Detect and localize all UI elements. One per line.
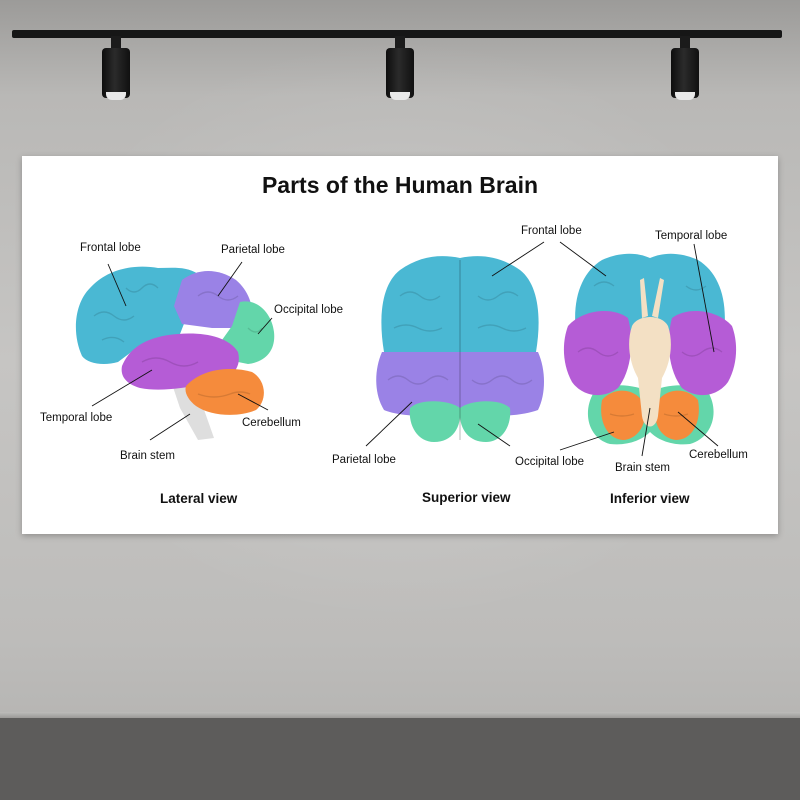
track-light-rail: [12, 30, 782, 38]
superior-view-caption: Superior view: [422, 490, 511, 505]
lateral-label-cerebellum: Cerebellum: [242, 417, 301, 429]
superior-frontal-lobe: [381, 256, 539, 352]
lateral-label-occipital: Occipital lobe: [274, 304, 344, 316]
inferior-brainstem: [629, 317, 671, 427]
lateral-leader-lines: [91, 261, 273, 441]
lateral-brainstem: [172, 384, 214, 440]
inferior-view-caption: Inferior view: [610, 491, 690, 506]
superior-label-occipital: Occipital lobe: [515, 456, 585, 468]
lateral-brain: [75, 266, 275, 440]
inferior-label-frontal: Frontal lobe: [521, 225, 582, 237]
lateral-view-caption: Lateral view: [160, 491, 238, 506]
lateral-label-temporal: Temporal lobe: [40, 412, 113, 424]
floor: [0, 718, 800, 800]
superior-occipital-lobe-right: [459, 401, 511, 442]
superior-gyri: [387, 291, 533, 385]
superior-brain: [376, 256, 544, 442]
inferior-label-cerebellum: Cerebellum: [689, 449, 748, 461]
superior-leader-lines: [365, 241, 545, 447]
superior-label-parietal: Parietal lobe: [332, 454, 396, 466]
inferior-cerebellum-left: [601, 390, 646, 440]
inferior-cerebellum-right: [654, 390, 699, 440]
brain-diagram-graphics: [75, 241, 737, 457]
inferior-label-brainstem: Brain stem: [615, 462, 670, 474]
brain-poster: Parts of the Human Brain Frontal lobe Pa…: [22, 156, 778, 534]
inferior-brain: [563, 253, 737, 445]
lateral-parietal-lobe: [174, 271, 253, 328]
spotlight-center: [383, 36, 417, 106]
inferior-olfactory-tracts: [640, 278, 664, 318]
superior-occipital-lobe-left: [409, 401, 461, 442]
inferior-label-temporal: Temporal lobe: [655, 230, 728, 242]
inferior-temporal-lobe-left: [563, 311, 632, 396]
spotlight-right: [668, 36, 702, 106]
lateral-label-parietal: Parietal lobe: [221, 244, 285, 256]
wall-baseboard: [0, 712, 800, 720]
inferior-temporal-lobe-right: [668, 311, 737, 396]
poster-title: Parts of the Human Brain: [261, 172, 539, 198]
lateral-frontal-lobe: [75, 266, 198, 364]
inferior-gyri: [577, 281, 723, 417]
lateral-label-brainstem: Brain stem: [120, 450, 175, 462]
inferior-leader-lines: [559, 241, 719, 457]
lateral-cerebellum: [185, 368, 264, 415]
spotlight-left: [99, 36, 133, 106]
lateral-label-frontal: Frontal lobe: [80, 242, 141, 254]
superior-parietal-lobe: [376, 352, 544, 417]
